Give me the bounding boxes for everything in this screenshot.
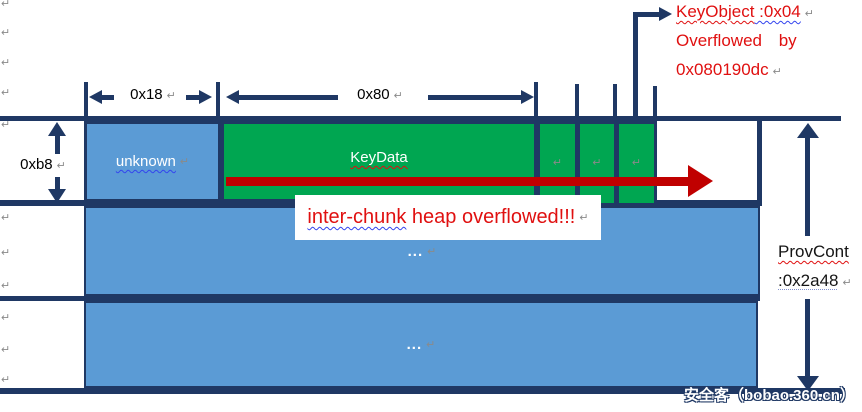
return-mark-icon: ↵ (552, 157, 563, 169)
overflow-note-text: inter-chunk heap overflowed!!! (307, 206, 575, 229)
return-mark-icon: ↵ (592, 157, 602, 169)
arrow-right-icon (521, 90, 534, 104)
return-mark-icon: ↵ (393, 90, 403, 102)
unknown-chunk: unknown ↵ (84, 121, 221, 202)
dim-shaft (238, 95, 338, 100)
keydata-chunk: KeyData (221, 121, 537, 202)
return-mark-icon: ↵ (579, 212, 589, 224)
row1-right-edge (757, 116, 762, 206)
return-mark-icon: ↵ (1, 344, 11, 356)
return-mark-icon: ↵ (1, 57, 11, 69)
tick-cell-2 (613, 84, 617, 121)
keyobject-offset: :0x04 (754, 2, 801, 21)
overflow-cell-2: ↵ (577, 121, 617, 206)
unknown-chunk-label: unknown (115, 153, 176, 170)
dim-shaft (101, 95, 114, 100)
dim-0x18-label: 0x18↵ (104, 86, 202, 103)
arrow-down-icon (797, 376, 819, 391)
tick-keydata-right (534, 82, 538, 121)
keyobject-overflow-value: 0x080190dc (676, 60, 769, 79)
overflow-cell-1: ↵ (537, 121, 578, 206)
return-mark-icon: ↵ (426, 339, 436, 351)
return-mark-icon: ↵ (1, 0, 11, 10)
return-mark-icon: ↵ (1, 212, 11, 224)
row1-top-line (0, 116, 841, 121)
provcont-size-text: :0x2a48 (778, 271, 839, 290)
row3-label: ... (406, 336, 423, 353)
return-mark-icon: ↵ (772, 66, 782, 78)
heap-row-3: ... ↵ (84, 301, 758, 388)
keyobject-line1: KeyObject :0x04↵ (676, 2, 814, 22)
return-mark-icon: ↵ (179, 156, 190, 168)
keyobject-line2: Overflowed by (676, 31, 797, 50)
watermark: 安全客（bobao.360.cn） (684, 387, 855, 404)
keydata-chunk-label: KeyData (350, 149, 408, 166)
dim-shaft (55, 135, 60, 154)
provcont-name-text: ProvCont (778, 242, 849, 261)
arrow-left-icon (226, 90, 239, 104)
return-mark-icon: ↵ (1, 27, 11, 39)
overflow-note-box: inter-chunk heap overflowed!!! ↵ (295, 195, 601, 240)
provcont-shaft-bottom (805, 299, 810, 377)
dim-shaft (55, 177, 60, 190)
overflow-cell-3: ↵ (616, 121, 657, 206)
return-mark-icon: ↵ (804, 8, 814, 20)
arrow-up-icon (797, 123, 819, 138)
overflow-note-highlight: inter-chunk (307, 206, 407, 228)
provcont-name: ProvCont (778, 242, 849, 262)
dim-0x80-label: 0x80↵ (330, 86, 430, 103)
dim-0x80-value: 0x80 (357, 86, 390, 103)
return-mark-icon: ↵ (56, 160, 66, 172)
dim-shaft (428, 95, 521, 100)
keyobject-line3: 0x080190dc↵ (676, 60, 782, 80)
return-mark-icon: ↵ (166, 90, 176, 102)
return-mark-icon: ↵ (1, 374, 11, 386)
bottom-boundary-line (0, 388, 845, 394)
tick-unknown-left (84, 82, 88, 121)
pointer-horizontal-line (638, 12, 660, 17)
keyobject-name: KeyObject (676, 2, 755, 21)
row2-label: ... (407, 242, 424, 260)
arrow-right-icon (659, 7, 672, 21)
return-mark-icon: ↵ (1, 119, 11, 131)
return-mark-icon: ↵ (842, 277, 852, 289)
provcont-shaft-top (805, 137, 810, 236)
return-mark-icon: ↵ (427, 245, 437, 258)
tick-cell-1 (575, 84, 579, 121)
pointer-vertical-line (633, 12, 638, 121)
red-arrow-right-icon (688, 165, 713, 197)
arrow-up-icon (48, 122, 66, 136)
dim-0xb8-value: 0xb8 (20, 156, 53, 173)
return-mark-icon: ↵ (631, 157, 642, 169)
return-mark-icon: ↵ (1, 312, 11, 324)
overflow-note-rest: heap overflowed!!! (406, 206, 576, 228)
return-mark-icon: ↵ (1, 280, 11, 292)
row2-bottom-line (0, 296, 760, 301)
dim-shaft (186, 95, 199, 100)
provcont-size: :0x2a48↵ (778, 271, 852, 291)
dim-0xb8-label: 0xb8↵ (12, 156, 74, 173)
dim-0x18-value: 0x18 (130, 86, 163, 103)
overflow-arrow-shaft (226, 177, 688, 186)
arrow-down-icon (48, 189, 66, 203)
return-mark-icon: ↵ (1, 247, 11, 259)
tick-cell-3 (653, 86, 657, 121)
arrow-left-icon (89, 90, 102, 104)
arrow-right-icon (199, 90, 212, 104)
tick-unknown-right (216, 82, 220, 121)
return-mark-icon: ↵ (1, 87, 11, 99)
